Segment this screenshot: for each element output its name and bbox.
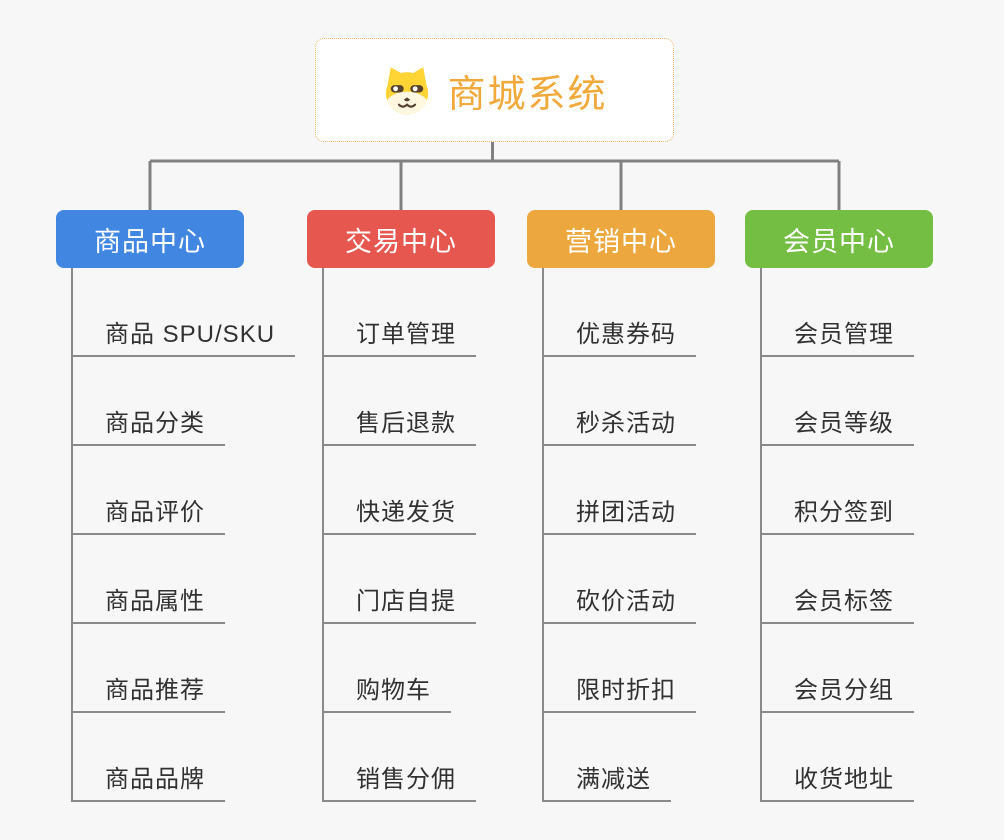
topic-item[interactable]: 商品 SPU/SKU: [73, 268, 296, 357]
topic-item[interactable]: 商品分类: [73, 357, 244, 446]
topic-label: 售后退款: [324, 403, 476, 446]
branch-header-marketing[interactable]: 营销中心: [527, 210, 715, 268]
topic-item[interactable]: 商品评价: [73, 446, 244, 535]
root-node[interactable]: 商城系统: [315, 38, 674, 142]
topic-item[interactable]: 商品推荐: [73, 624, 244, 713]
topic-item[interactable]: 秒杀活动: [544, 357, 715, 446]
topic-item[interactable]: 积分签到: [762, 446, 933, 535]
shiba-dog-icon: [386, 67, 429, 115]
topic-label: 砍价活动: [544, 581, 696, 624]
branch-trade: 交易中心 订单管理 售后退款 快递发货 门店自提 购物车 销售分佣: [307, 210, 495, 802]
topic-item[interactable]: 商品属性: [73, 535, 244, 624]
topic-item[interactable]: 砍价活动: [544, 535, 715, 624]
topic-label: 商品评价: [73, 492, 225, 535]
topic-item[interactable]: 购物车: [324, 624, 495, 713]
topic-label: 商品品牌: [73, 759, 225, 802]
topic-item[interactable]: 订单管理: [324, 268, 495, 357]
topic-item[interactable]: 会员管理: [762, 268, 933, 357]
topic-item[interactable]: 快递发货: [324, 446, 495, 535]
topic-item[interactable]: 商品品牌: [73, 713, 244, 802]
root-title: 商城系统: [447, 73, 608, 116]
topic-item[interactable]: 满减送: [544, 713, 715, 802]
topic-item[interactable]: 门店自提: [324, 535, 495, 624]
topic-item[interactable]: 售后退款: [324, 357, 495, 446]
topic-label: 销售分佣: [324, 759, 476, 802]
topic-label: 优惠券码: [544, 314, 696, 357]
topic-label: 会员分组: [762, 670, 914, 713]
branch-marketing: 营销中心 优惠券码 秒杀活动 拼团活动 砍价活动 限时折扣 满减送: [527, 210, 715, 802]
branch-header-member[interactable]: 会员中心: [745, 210, 933, 268]
topic-label: 满减送: [544, 759, 671, 802]
branch-member: 会员中心 会员管理 会员等级 积分签到 会员标签 会员分组 收货地址: [745, 210, 933, 802]
topic-label: 秒杀活动: [544, 403, 696, 446]
topic-label: 拼团活动: [544, 492, 696, 535]
topic-item[interactable]: 拼团活动: [544, 446, 715, 535]
topic-label: 积分签到: [762, 492, 914, 535]
topic-item[interactable]: 会员标签: [762, 535, 933, 624]
topic-item[interactable]: 限时折扣: [544, 624, 715, 713]
topic-label: 购物车: [324, 670, 451, 713]
topic-label: 会员等级: [762, 403, 914, 446]
topic-label: 商品属性: [73, 581, 225, 624]
branch-product: 商品中心 商品 SPU/SKU 商品分类 商品评价 商品属性 商品推荐 商品品牌: [56, 210, 296, 802]
topic-item[interactable]: 优惠券码: [544, 268, 715, 357]
branch-items-marketing: 优惠券码 秒杀活动 拼团活动 砍价活动 限时折扣 满减送: [542, 268, 715, 802]
topic-label: 门店自提: [324, 581, 476, 624]
topic-item[interactable]: 销售分佣: [324, 713, 495, 802]
branch-items-member: 会员管理 会员等级 积分签到 会员标签 会员分组 收货地址: [760, 268, 933, 802]
branch-items-trade: 订单管理 售后退款 快递发货 门店自提 购物车 销售分佣: [322, 268, 495, 802]
topic-label: 收货地址: [762, 759, 914, 802]
branch-header-product[interactable]: 商品中心: [56, 210, 244, 268]
topic-item[interactable]: 收货地址: [762, 713, 933, 802]
topic-label: 快递发货: [324, 492, 476, 535]
topic-item[interactable]: 会员等级: [762, 357, 933, 446]
topic-item[interactable]: 会员分组: [762, 624, 933, 713]
branch-header-trade[interactable]: 交易中心: [307, 210, 495, 268]
topic-label: 会员标签: [762, 581, 914, 624]
topic-label: 会员管理: [762, 314, 914, 357]
topic-label: 商品分类: [73, 403, 225, 446]
branch-items-product: 商品 SPU/SKU 商品分类 商品评价 商品属性 商品推荐 商品品牌: [71, 268, 296, 802]
topic-label: 订单管理: [324, 314, 476, 357]
topic-label: 商品推荐: [73, 670, 225, 713]
topic-label: 商品 SPU/SKU: [73, 314, 296, 357]
topic-label: 限时折扣: [544, 670, 696, 713]
